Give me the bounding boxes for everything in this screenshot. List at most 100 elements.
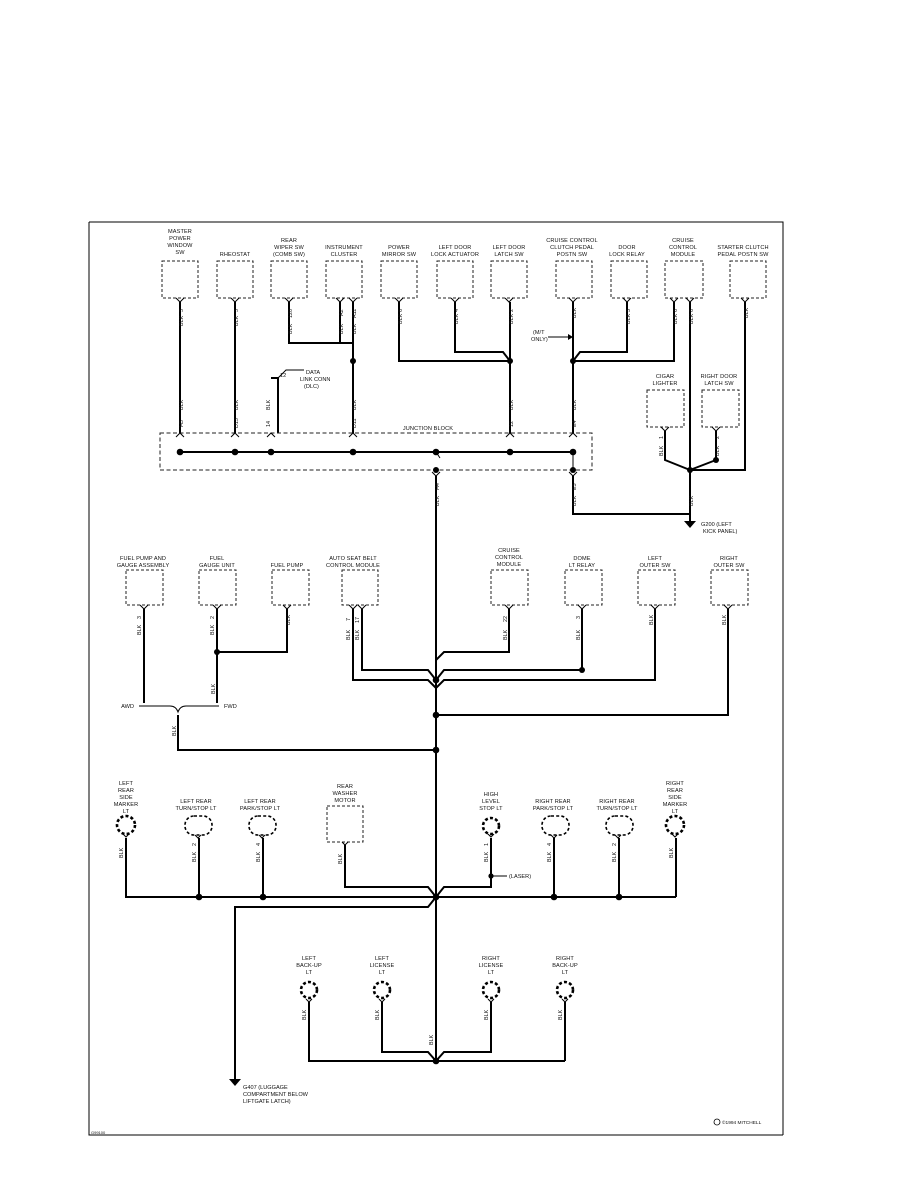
svg-text:FUEL PUMP AND: FUEL PUMP AND [120, 556, 166, 562]
dome-lt-relay[interactable]: DOME LT RELAY [564, 556, 603, 606]
ground-g200[interactable]: G200 (LEFT KICK PANEL) E5 BLK BLK [572, 470, 738, 535]
left-rear-turn-stop-lt[interactable]: LEFT REAR TURN/STOP LT [176, 799, 217, 836]
right-door-latch-sw[interactable]: RIGHT DOOR LATCH SW BLK 2 [687, 374, 740, 473]
bottom-components: LEFT BACK-UP LT LEFT LICENSE LT RIGHT LI… [296, 956, 578, 1000]
svg-text:BLK: BLK [210, 624, 216, 635]
rear-washer-motor[interactable]: REAR WASHER MOTOR [326, 784, 364, 843]
left-rear-side-marker-lt[interactable]: LEFT REAR SIDE MARKER LT [114, 781, 139, 836]
svg-text:LATCH SW: LATCH SW [494, 252, 524, 258]
svg-text:4: 4 [547, 843, 553, 846]
copyright-mark: ©1994 MITCHELL [713, 1118, 762, 1126]
cruise-control-module-top[interactable]: CRUISE CONTROL MODULE [664, 238, 704, 299]
left-door-latch-sw[interactable]: LEFT DOOR LATCH SW [490, 245, 528, 299]
svg-text:6: 6 [689, 309, 695, 312]
bottom-wire-labels: BLK BLK BLK BLK BLK [302, 1009, 564, 1045]
junction-block[interactable]: JUNCTION BLOCK [159, 426, 593, 473]
svg-text:H4: H4 [435, 483, 441, 490]
data-link-connector[interactable]: 12 DATA LINK CONN (DLC) [277, 369, 330, 390]
right-back-up-lt[interactable]: RIGHT BACK-UP LT [552, 956, 578, 1000]
high-level-stop-lt[interactable]: HIGH LEVEL STOP LT [479, 792, 503, 836]
lower-components: LEFT REAR SIDE MARKER LT LEFT REAR TURN/… [114, 781, 688, 843]
left-license-lt[interactable]: LEFT LICENSE LT [370, 956, 395, 1000]
svg-text:RHEOSTAT: RHEOSTAT [220, 252, 251, 258]
cruise-control-clutch-pedal-postn-sw[interactable]: CRUISE CONTROL CLUTCH PEDAL POSTN SW [546, 238, 598, 299]
svg-text:FUEL PUMP: FUEL PUMP [271, 563, 304, 569]
mt-only-note: (M/T ONLY) [531, 330, 573, 343]
svg-text:POWER: POWER [388, 245, 410, 251]
fuel-pump[interactable]: FUEL PUMP [271, 563, 310, 606]
auto-seat-belt-control-module[interactable]: AUTO SEAT BELT CONTROL MODULE [326, 556, 380, 606]
svg-text:BLK: BLK [558, 1009, 564, 1020]
svg-text:RIGHT: RIGHT [720, 556, 738, 562]
svg-text:BLK: BLK [211, 683, 217, 694]
svg-text:BLK: BLK [286, 614, 292, 625]
svg-text:KICK PANEL): KICK PANEL) [703, 529, 738, 535]
svg-text:CIGAR: CIGAR [656, 374, 674, 380]
svg-text:BLK: BLK [509, 399, 515, 410]
svg-text:2: 2 [509, 309, 515, 312]
svg-text:BLK: BLK [689, 313, 695, 324]
svg-text:6: 6 [398, 309, 404, 312]
right-rear-side-marker-lt[interactable]: RIGHT REAR SIDE MARKER LT [663, 781, 688, 836]
svg-text:CRUISE CONTROL: CRUISE CONTROL [546, 238, 597, 244]
svg-text:WIPER SW: WIPER SW [274, 245, 304, 251]
svg-text:H3: H3 [179, 420, 185, 427]
svg-text:BLK: BLK [266, 399, 272, 410]
starter-clutch-pedal-postn-sw[interactable]: STARTER CLUTCH PEDAL POSTN SW [717, 245, 770, 299]
ground-g407[interactable]: G407 (LUGGAGE COMPARTMENT BELOW LIFTGATE… [229, 896, 437, 1105]
svg-text:BLK: BLK [744, 307, 750, 318]
svg-text:BLK: BLK [179, 399, 185, 410]
right-outer-sw[interactable]: RIGHT OUTER SW [710, 556, 749, 606]
fuel-pump-and-gauge-assembly[interactable]: FUEL PUMP AND GAUGE ASSEMBLY [117, 556, 170, 606]
svg-text:TURN/STOP LT: TURN/STOP LT [597, 806, 638, 812]
svg-text:6: 6 [673, 309, 679, 312]
left-outer-sw[interactable]: LEFT OUTER SW [637, 556, 676, 606]
power-mirror-sw[interactable]: POWER MIRROR SW [380, 245, 418, 299]
cigar-lighter[interactable]: CIGAR LIGHTER BLK 1 [646, 374, 691, 471]
left-back-up-lt[interactable]: LEFT BACK-UP LT [296, 956, 322, 1000]
right-license-lt[interactable]: RIGHT LICENSE LT [479, 956, 504, 1000]
svg-text:(LASER): (LASER) [509, 874, 531, 880]
svg-text:LOCK ACTUATOR: LOCK ACTUATOR [431, 252, 479, 258]
svg-text:BLK: BLK [503, 629, 509, 640]
svg-text:LEFT: LEFT [648, 556, 663, 562]
svg-text:LEFT: LEFT [375, 956, 390, 962]
master-power-window-sw[interactable]: MASTER POWER WINDOW SW [161, 229, 199, 299]
svg-text:POSTN SW: POSTN SW [557, 252, 588, 258]
svg-text:WINDOW: WINDOW [167, 243, 193, 249]
left-door-lock-actuator[interactable]: LEFT DOOR LOCK ACTUATOR [431, 245, 479, 299]
svg-text:BLK: BLK [339, 323, 345, 334]
svg-text:3: 3 [576, 616, 582, 619]
svg-text:BLK: BLK [722, 614, 728, 625]
svg-text:BLK: BLK [256, 851, 262, 862]
svg-text:STOP LT: STOP LT [479, 806, 503, 812]
svg-text:PEDAL POSTN SW: PEDAL POSTN SW [718, 252, 770, 258]
svg-text:4: 4 [256, 843, 262, 846]
svg-text:GAUGE UNIT: GAUGE UNIT [199, 563, 235, 569]
svg-text:MASTER: MASTER [168, 229, 192, 235]
figure-code: G99100 [91, 1130, 106, 1135]
svg-text:BLK: BLK [234, 399, 240, 410]
rheostat[interactable]: RHEOSTAT [216, 252, 254, 299]
svg-text:BLK: BLK [673, 313, 679, 324]
svg-text:LINK CONN: LINK CONN [300, 377, 330, 383]
fuel-gauge-unit[interactable]: FUEL GAUGE UNIT [198, 556, 237, 606]
door-lock-relay[interactable]: DOOR LOCK RELAY [609, 245, 648, 299]
laser-note: (LASER) [491, 874, 531, 880]
svg-text:BLK: BLK [572, 399, 578, 410]
cruise-control-module-mid[interactable]: CRUISE CONTROL MODULE [490, 548, 529, 606]
svg-text:CONTROL MODULE: CONTROL MODULE [326, 563, 380, 569]
svg-text:MODULE: MODULE [671, 252, 696, 258]
svg-text:BLK: BLK [454, 313, 460, 324]
instrument-cluster[interactable]: INSTRUMENT CLUSTER [325, 245, 363, 299]
right-rear-park-stop-lt[interactable]: RIGHT REAR PARK/STOP LT [533, 799, 574, 836]
svg-text:BLK: BLK [119, 847, 125, 858]
svg-text:CRUISE: CRUISE [498, 548, 520, 554]
rear-wiper-sw[interactable]: REAR WIPER SW (COMB SW) [270, 238, 308, 299]
left-rear-park-stop-lt[interactable]: LEFT REAR PARK/STOP LT [240, 799, 281, 836]
right-rear-turn-stop-lt[interactable]: RIGHT REAR TURN/STOP LT [597, 799, 638, 836]
main-ground-trunk: H4 BLK [435, 476, 441, 1063]
top-wire-labels: BLK 3 BLK 3 BLK 120 BLK A2 BLK A11 BLK 6… [179, 307, 750, 428]
svg-text:PARK/STOP LT: PARK/STOP LT [240, 806, 281, 812]
